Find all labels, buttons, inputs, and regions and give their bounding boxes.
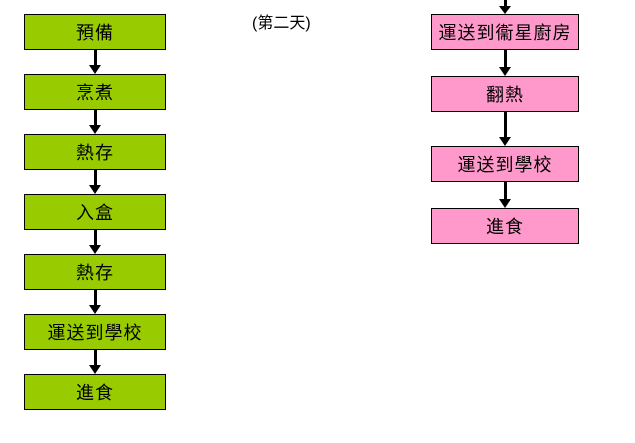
step-hot-hold-2: 熱存 — [24, 254, 166, 290]
arrow-line — [93, 350, 97, 365]
step-cook: 烹煮 — [24, 74, 166, 110]
arrow-line — [93, 110, 97, 125]
arrow-line — [93, 230, 97, 245]
arrow-line — [503, 112, 507, 137]
step-hot-hold-2-label: 熱存 — [76, 263, 114, 283]
arrow-line — [93, 170, 97, 185]
arrow-line — [503, 182, 507, 199]
down-arrow — [24, 50, 166, 74]
step-eat-day2-label: 進食 — [486, 217, 524, 237]
arrow-head — [89, 365, 101, 374]
arrow-head — [499, 137, 511, 146]
arrow-head — [89, 305, 101, 314]
step-deliver-school-day2-label: 運送到學校 — [457, 155, 553, 175]
step-deliver-satellite-kitchen-label: 運送到衞星廚房 — [438, 23, 572, 43]
step-cook-label: 烹煮 — [76, 83, 114, 103]
arrow-head — [89, 245, 101, 254]
arrow-head — [89, 185, 101, 194]
step-reheat: 翻熱 — [431, 76, 579, 112]
step-deliver-school-day2: 運送到學校 — [431, 146, 579, 182]
step-eat-day2: 進食 — [431, 208, 579, 244]
down-arrow — [24, 230, 166, 254]
step-prepare: 預備 — [24, 14, 166, 50]
down-arrow — [431, 182, 579, 208]
down-arrow — [431, 112, 579, 146]
step-hot-hold-1: 熱存 — [24, 134, 166, 170]
arrow-line — [503, 50, 507, 67]
step-eat: 進食 — [24, 374, 166, 410]
step-hot-hold-1-label: 熱存 — [76, 143, 114, 163]
step-boxing-label: 入盒 — [76, 203, 114, 223]
step-deliver-school: 運送到學校 — [24, 314, 166, 350]
arrow-line — [93, 290, 97, 305]
down-arrow — [24, 290, 166, 314]
step-deliver-satellite-kitchen: 運送到衞星廚房 — [431, 14, 579, 50]
down-arrow — [24, 350, 166, 374]
day1-flow-column: 預備 烹煮 熱存 入盒 熱存 — [24, 14, 166, 410]
down-arrow — [431, 50, 579, 76]
day2-label: (第二天) — [252, 15, 311, 32]
down-arrow — [24, 110, 166, 134]
step-prepare-label: 預備 — [76, 23, 114, 43]
step-deliver-school-label: 運送到學校 — [47, 323, 143, 343]
arrow-head — [499, 6, 511, 14]
step-eat-label: 進食 — [76, 383, 114, 403]
step-reheat-label: 翻熱 — [486, 85, 524, 105]
arrow-head — [89, 65, 101, 74]
down-arrow — [24, 170, 166, 194]
arrow-head — [89, 125, 101, 134]
step-boxing: 入盒 — [24, 194, 166, 230]
day2-flow-column: 運送到衞星廚房 翻熱 運送到學校 進食 — [431, 0, 579, 244]
incoming-down-arrow — [431, 0, 579, 14]
arrow-line — [93, 50, 97, 65]
arrow-line — [503, 0, 507, 6]
arrow-head — [499, 199, 511, 208]
arrow-head — [499, 67, 511, 76]
